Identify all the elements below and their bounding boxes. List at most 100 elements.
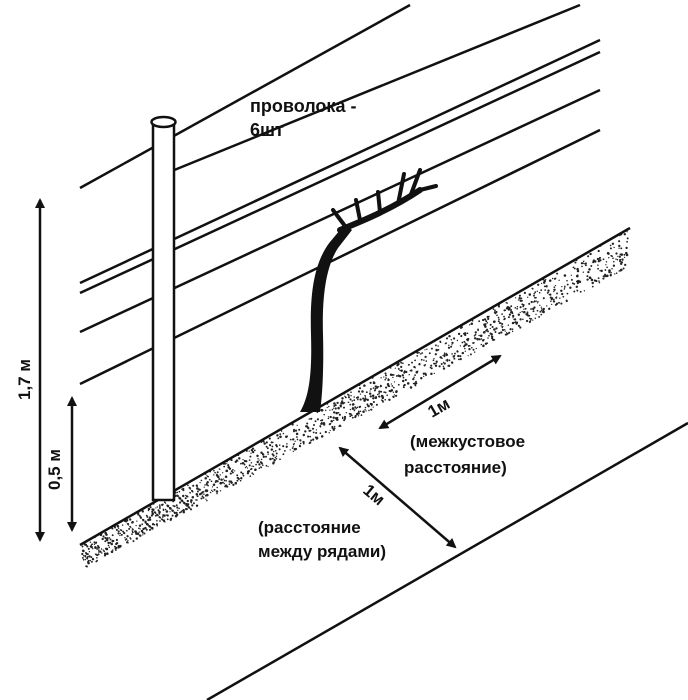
- soil-dot: [157, 509, 160, 512]
- soil-dot: [483, 318, 487, 321]
- soil-dot: [268, 443, 272, 447]
- row-spacing-label-1: (расстояние: [258, 518, 361, 537]
- soil-dot: [409, 369, 411, 372]
- soil-dot: [275, 458, 278, 460]
- soil-dot: [142, 534, 144, 536]
- soil-dot: [505, 307, 509, 310]
- soil-dot: [127, 539, 129, 542]
- soil-dot: [97, 545, 100, 548]
- soil-dot: [400, 361, 403, 364]
- soil-dot: [605, 264, 607, 266]
- soil-dot: [149, 518, 152, 521]
- soil-dot: [185, 494, 187, 497]
- soil-dot: [456, 350, 459, 353]
- soil-dot: [587, 255, 590, 258]
- soil-dot: [282, 453, 285, 456]
- soil-dot: [491, 325, 494, 329]
- soil-dot: [610, 272, 613, 274]
- soil-dot: [196, 485, 198, 488]
- soil-dot: [374, 385, 377, 388]
- soil-dot: [361, 390, 364, 393]
- soil-dot: [327, 417, 330, 420]
- soil-dot: [509, 308, 513, 312]
- soil-dot: [99, 550, 102, 553]
- soil-dot: [624, 263, 627, 267]
- soil-dot: [205, 498, 207, 500]
- soil-dot: [523, 310, 526, 314]
- soil-dot: [219, 490, 222, 492]
- soil-dot: [547, 289, 550, 292]
- soil-dot: [171, 509, 174, 513]
- soil-dot: [96, 556, 98, 559]
- soil-dot: [111, 527, 114, 530]
- soil-dot: [177, 509, 179, 511]
- soil-dot: [533, 301, 535, 303]
- soil-dot: [205, 490, 208, 493]
- soil-dot: [166, 504, 170, 508]
- soil-dot: [590, 278, 594, 282]
- soil-dot: [384, 398, 387, 401]
- soil-dot: [615, 258, 617, 260]
- soil-dot: [149, 506, 152, 509]
- soil-dot: [324, 430, 327, 434]
- soil-dot: [393, 394, 396, 396]
- soil-dot: [198, 488, 201, 491]
- soil-dot: [352, 406, 354, 409]
- soil-dot: [141, 510, 144, 513]
- soil-dot: [275, 452, 278, 455]
- soil-dot: [192, 484, 195, 487]
- soil-dot: [620, 261, 623, 264]
- soil-dot: [249, 455, 252, 458]
- soil-dot: [81, 552, 84, 556]
- soil-dot: [603, 275, 606, 278]
- soil-dot: [237, 477, 240, 480]
- soil-dot: [426, 348, 428, 350]
- soil-dot: [566, 283, 569, 286]
- soil-dot: [147, 507, 151, 511]
- soil-dot: [618, 240, 621, 243]
- soil-dot: [369, 388, 372, 390]
- soil-dot: [337, 406, 340, 410]
- soil-dot: [186, 499, 189, 503]
- soil-dot: [205, 483, 208, 486]
- soil-dot: [307, 426, 310, 430]
- soil-dot: [120, 533, 123, 536]
- soil-dot: [501, 328, 504, 332]
- soil-dot: [115, 541, 119, 545]
- soil-dot: [96, 559, 98, 562]
- soil-dot: [131, 521, 134, 524]
- soil-dot: [533, 292, 535, 295]
- soil-dot: [379, 386, 381, 388]
- height-total-label: 1,7 м: [15, 359, 34, 400]
- soil-dot: [252, 473, 255, 476]
- soil-dot: [122, 530, 125, 533]
- soil-dot: [182, 487, 185, 490]
- soil-dot: [258, 459, 260, 461]
- soil-dot: [556, 292, 558, 295]
- soil-dot: [492, 338, 495, 341]
- soil-dot: [551, 277, 554, 280]
- soil-dot: [373, 389, 376, 392]
- soil-dot: [262, 455, 265, 458]
- soil-dot: [370, 408, 373, 411]
- soil-dot: [329, 409, 331, 411]
- soil-dot: [200, 497, 203, 500]
- soil-dot: [349, 408, 352, 411]
- soil-dot: [336, 416, 339, 419]
- soil-dot: [339, 405, 342, 408]
- soil-dot: [415, 370, 419, 374]
- soil-dot: [584, 262, 587, 265]
- soil-dot: [340, 425, 342, 427]
- soil-dot: [597, 277, 600, 280]
- soil-dot: [185, 508, 187, 511]
- soil-dot: [265, 464, 268, 467]
- soil-dot: [530, 308, 533, 310]
- soil-dot: [365, 410, 367, 412]
- soil-dot: [413, 365, 416, 369]
- soil-dot: [450, 361, 454, 364]
- soil-dot: [126, 541, 128, 544]
- soil-dot: [286, 443, 288, 445]
- soil-dot: [454, 352, 456, 355]
- soil-dot: [392, 376, 394, 379]
- soil-dot: [443, 352, 446, 354]
